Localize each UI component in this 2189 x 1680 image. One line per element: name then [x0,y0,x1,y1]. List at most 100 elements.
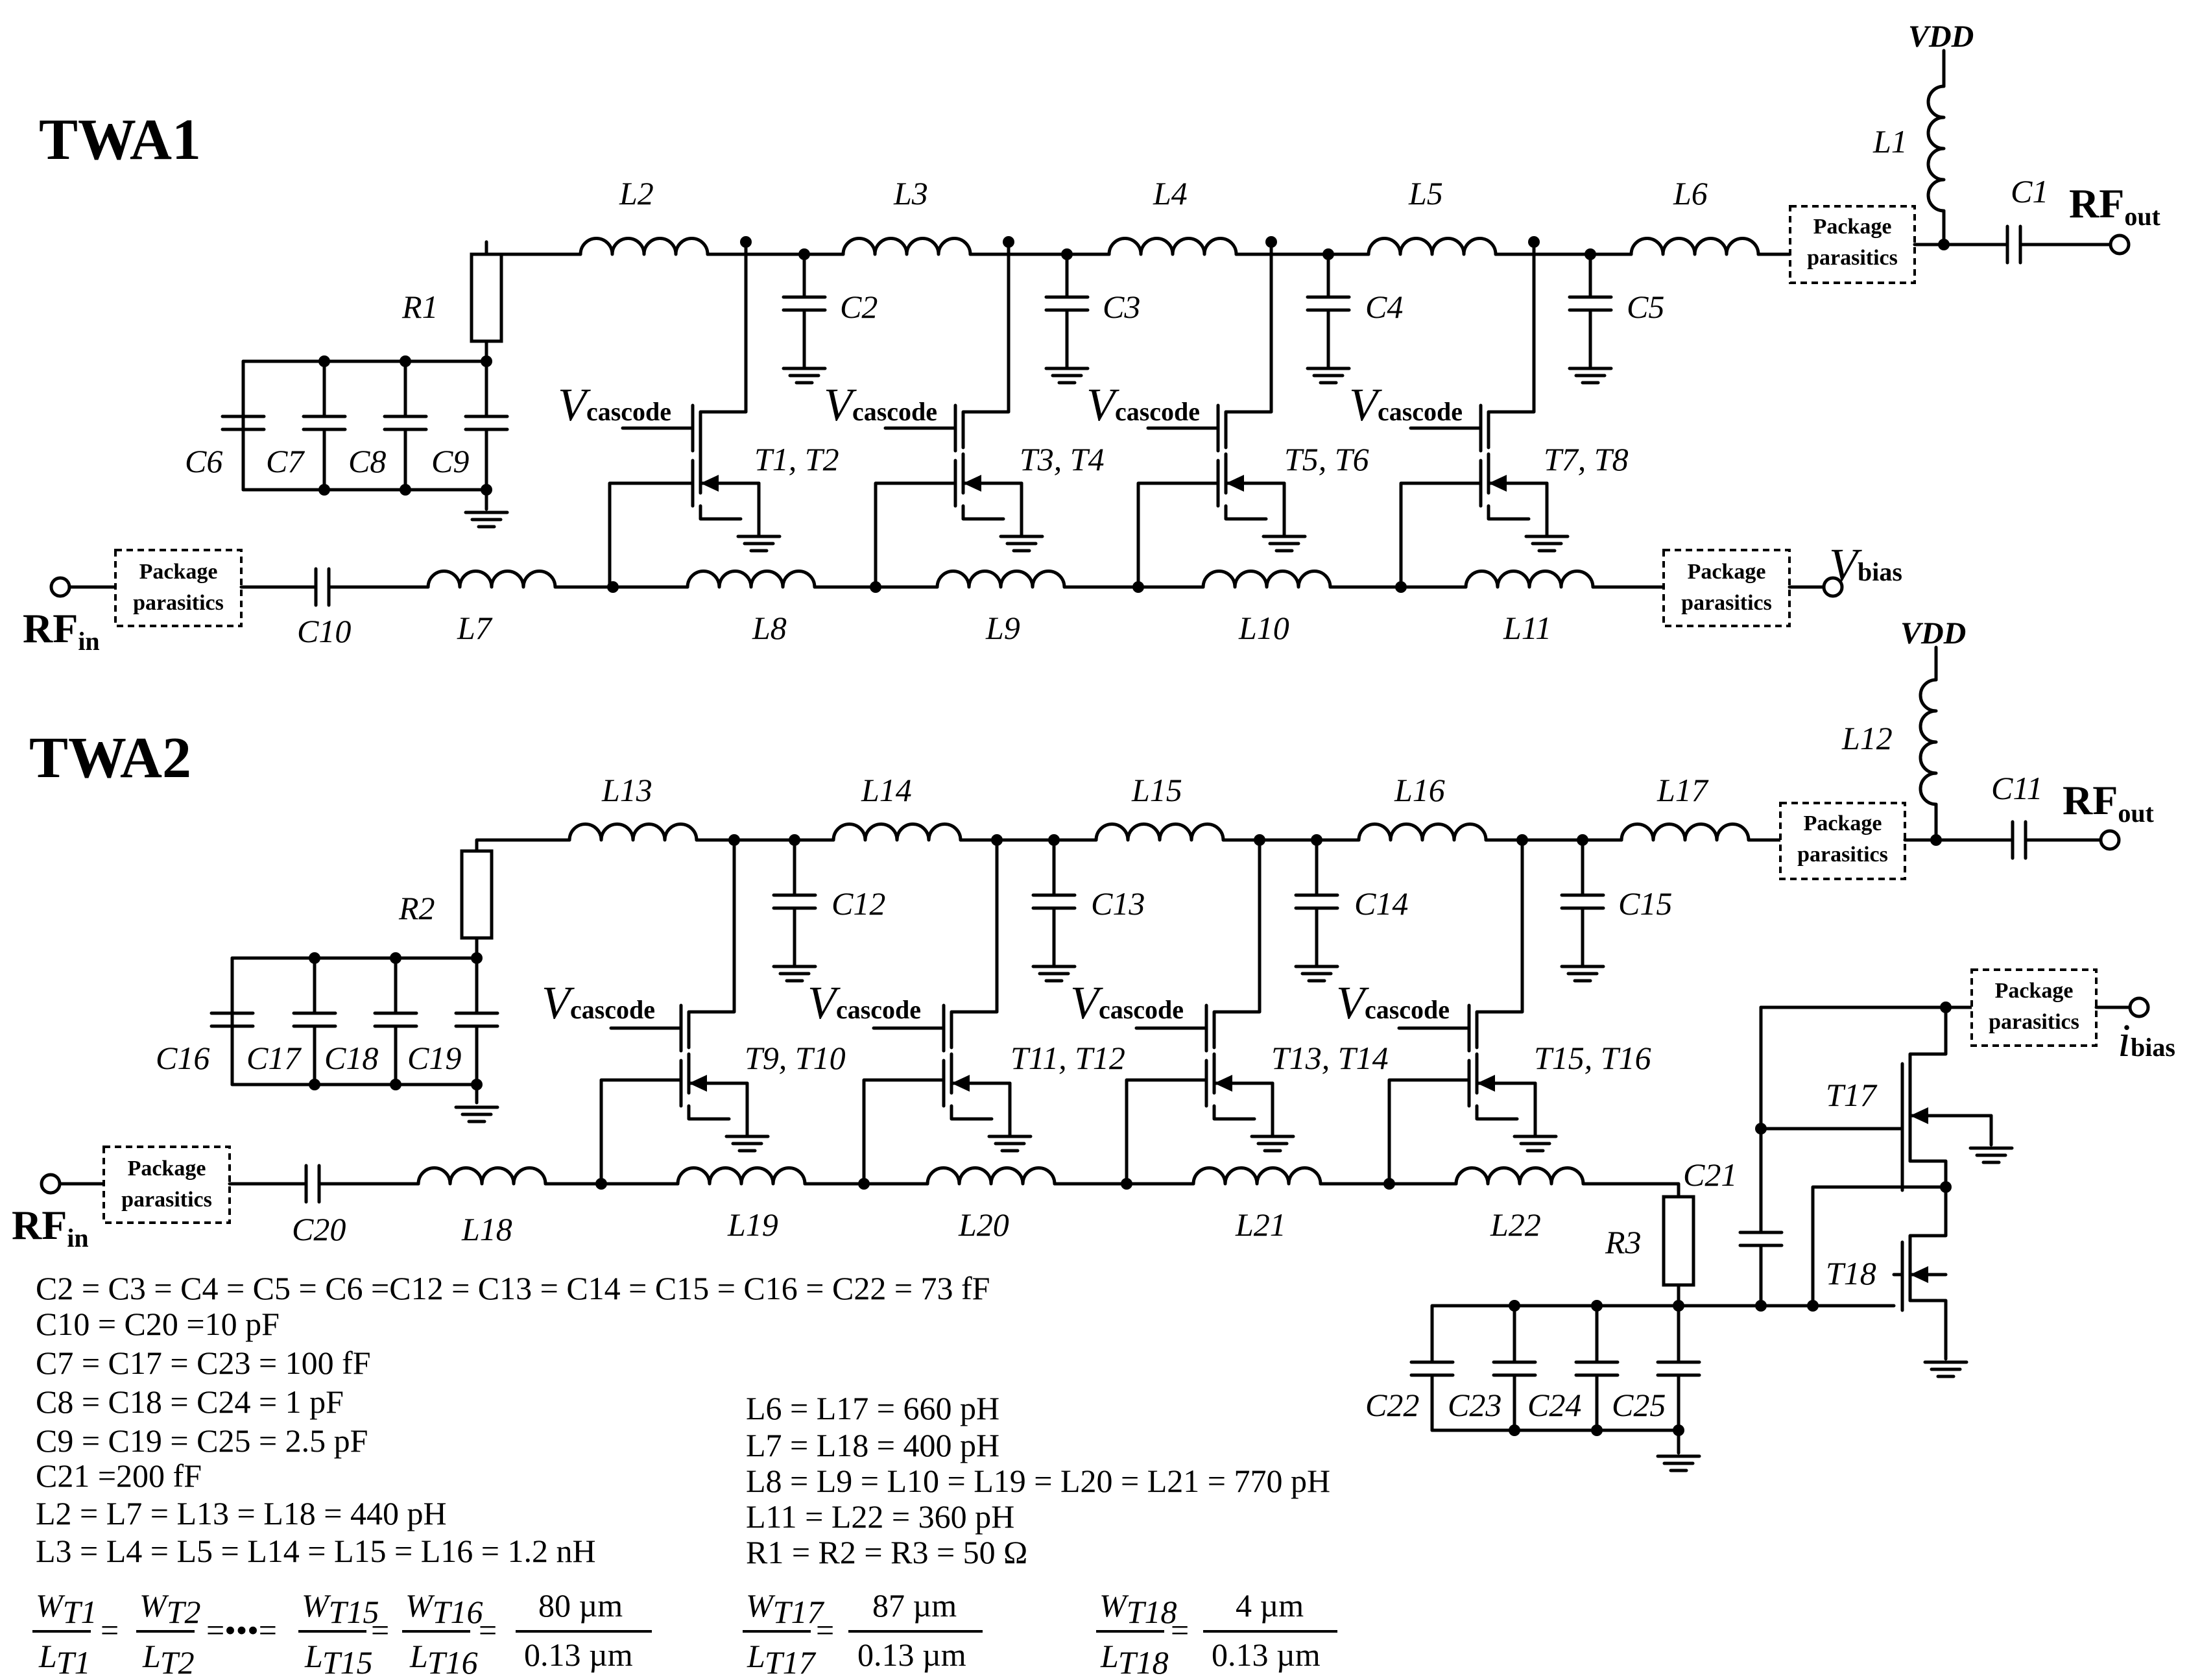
twa2-l18-label: L18 [461,1211,512,1247]
twa2-vdd-label: VDD [1900,616,1966,651]
twa2-t15-label: T15, T16 [1534,1040,1651,1076]
twa1-cell-1 [608,236,780,589]
ratio-l-t17: LT17 [747,1638,817,1680]
twa2-shunt-caps [774,834,1603,981]
ratio-t18-den: 0.13 µm [1212,1637,1321,1673]
twa2-package-out-line1: Package [1804,811,1882,835]
twa2-c18-label: C18 [324,1040,378,1076]
twa2-cell-1 [599,834,768,1186]
twa1-cell-4 [1399,236,1568,589]
twa2-c22-label: C22 [1365,1387,1419,1423]
value-line-9: L6 = L17 = 660 pH [746,1390,999,1426]
twa1-vbias-label: Vbias [1829,539,1902,591]
twa2-l13-label: L13 [601,772,652,808]
twa2-package-bias [1970,968,2098,1047]
twa2-c21-label: C21 [1683,1157,1737,1193]
twa2-r3-label: R3 [1605,1224,1642,1260]
twa1-package-out [1789,205,1916,284]
twa1-package-bias-line2: parasitics [1681,591,1772,615]
twa2-termination [211,849,497,1122]
twa2-c14-label: C14 [1354,885,1408,922]
value-line-11: L8 = L9 = L10 = L19 = L20 = L21 = 770 pH [746,1463,1330,1499]
twa1-gate-line [49,549,1844,627]
twa2-l21-label: L21 [1235,1206,1286,1243]
twa1-drain-line [484,49,2131,284]
twa2: TWA2 VDD Package parasitics [12,616,2175,1470]
twa2-c24-label: C24 [1527,1387,1581,1423]
twa1-l10-label: L10 [1238,610,1289,646]
twa2-l19-label: L19 [727,1206,778,1243]
twa1-c8-label: C8 [348,443,386,479]
value-line-2: C10 = C20 =10 pF [36,1306,280,1342]
twa2-t13-label: T13, T14 [1271,1040,1389,1076]
twa2-c13-label: C13 [1091,885,1145,922]
twa1-vdd-label: VDD [1908,19,1974,54]
twa2-bias-network [1411,968,2150,1470]
twa2-cell-3 [1125,834,1293,1186]
twa1-c10-label: C10 [297,613,351,649]
twa2-c17-label: C17 [246,1040,302,1076]
value-line-7: L2 = L7 = L13 = L18 = 440 pH [36,1495,447,1531]
twa2-c15-label: C15 [1618,885,1672,922]
value-line-5: C9 = C19 = C25 = 2.5 pF [36,1422,368,1459]
twa1-shunt-caps [783,248,1611,383]
twa1-vbias-port [1822,576,1844,598]
twa2-t17-label: T17 [1826,1077,1878,1113]
twa2-ibias-port [2128,996,2150,1018]
twa2-l16-label: L16 [1394,772,1445,808]
twa1-package-in-line2: parasitics [133,591,224,615]
value-line-12: L11 = L22 = 360 pH [746,1498,1014,1535]
twa1-vcascode-4: Vcascode [1349,379,1463,431]
twa2-vcascode-4: Vcascode [1336,977,1450,1029]
ratio-eq-5: = [1171,1612,1189,1648]
twa2-package-in-line2: parasitics [121,1188,212,1212]
twa1-c2-label: C2 [840,289,878,325]
twa1-l6-label: L6 [1673,175,1708,211]
twa1-termination [222,252,507,527]
twa1-rf-out-port [2109,234,2131,256]
twa1-package-bias-line1: Package [1688,560,1766,584]
twa2-c19-label: C19 [407,1040,461,1076]
twa1-rf-in-port [49,576,71,598]
twa1-c6-label: C6 [185,443,222,479]
twa1-c5-label: C5 [1627,289,1664,325]
twa1-l9-label: L9 [985,610,1020,646]
twa2-cell-4 [1387,834,1556,1186]
value-line-8: L3 = L4 = L5 = L14 = L15 = L16 = 1.2 nH [36,1533,596,1569]
twa1-package-out-line1: Package [1813,215,1892,239]
value-line-1: C2 = C3 = C4 = C5 = C6 =C12 = C13 = C14 … [36,1270,990,1306]
twa1-c4-label: C4 [1365,289,1403,325]
twa1-l5-label: L5 [1408,175,1443,211]
twa1-t7-label: T7, T8 [1544,441,1629,477]
twa2-c16-label: C16 [156,1040,209,1076]
twa1-t3-label: T3, T4 [1020,441,1105,477]
twa1-l11-label: L11 [1503,610,1551,646]
ratio-l-t16: LT16 [409,1638,478,1680]
twa2-c11-label: C11 [1991,770,2043,806]
component-values: C2 = C3 = C4 = C5 = C6 =C12 = C13 = C14 … [36,1270,1330,1570]
twa2-vcascode-2: Vcascode [807,977,921,1029]
twa1-vcascode-3: Vcascode [1086,379,1200,431]
twa2-t18-label: T18 [1826,1255,1876,1291]
value-line-4: C8 = C18 = C24 = 1 pF [36,1384,344,1420]
ratio-w-t17: WT17 [746,1587,824,1630]
twa1-l4-label: L4 [1153,175,1188,211]
twa1-package-bias [1662,549,1791,627]
ratio-t17-num: 87 µm [872,1587,957,1624]
twa1-l8-label: L8 [752,610,787,646]
twa1-package-in-line1: Package [139,560,218,584]
twa1-t1-label: T1, T2 [754,441,839,477]
ratio-dots: =•••= [206,1612,277,1648]
twa1-c1-label: C1 [2011,173,2048,210]
value-line-13: R1 = R2 = R3 = 50 Ω [746,1534,1027,1570]
twa2-ibias-label: ibias [2118,1014,2175,1066]
twa1-r1-label: R1 [401,289,438,325]
twa1-rf-out-label: RFout [2069,180,2161,231]
twa2-drain-line [475,645,2121,880]
ratio-w-t15: WT15 [302,1587,379,1630]
twa1-c9-label: C9 [431,443,469,479]
twa2-rf-in-port [40,1173,62,1195]
ratio-l-t18: LT18 [1100,1638,1169,1680]
twa2-c20-label: C20 [292,1211,346,1247]
